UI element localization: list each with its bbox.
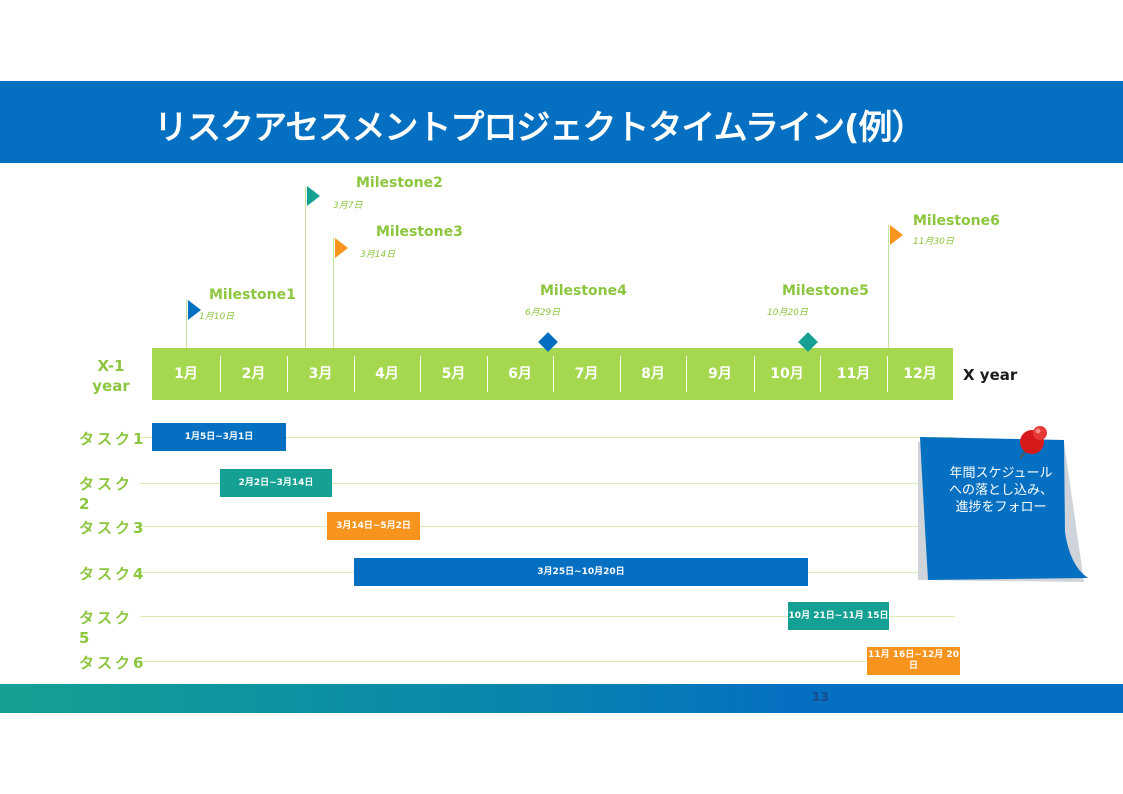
task-bar: 3月25日~10月20日 xyxy=(354,558,808,586)
month-label-10: 10月 xyxy=(770,366,804,382)
milestone-flag-icon xyxy=(335,238,348,258)
month-label-8: 8月 xyxy=(641,366,665,382)
milestone-name: Milestone6 xyxy=(913,213,1000,229)
task-label: タスク3 xyxy=(79,519,147,537)
month-divider xyxy=(887,356,888,392)
milestone-pole xyxy=(305,186,306,348)
milestone-pole xyxy=(333,238,334,348)
milestone-flag-icon xyxy=(307,186,320,206)
footer-bar xyxy=(0,684,1123,713)
task-label: タスク2 xyxy=(79,475,134,513)
milestone-date: 6月29日 xyxy=(525,308,561,318)
month-label-7: 7月 xyxy=(574,366,599,382)
page-title: リスクアセスメントプロジェクトタイムライン(例） xyxy=(154,108,925,148)
milestone-date: 3月14日 xyxy=(360,250,396,260)
month-label-11: 11月 xyxy=(836,366,871,382)
month-label-4: 4月 xyxy=(375,366,399,382)
month-label-2: 2月 xyxy=(241,366,266,382)
month-band xyxy=(152,348,953,400)
milestone-name: Milestone5 xyxy=(782,283,869,299)
sticky-note: 年間スケジュール への落とし込み、 進捗をフォロー xyxy=(912,420,1092,592)
month-divider xyxy=(220,356,221,392)
task-track xyxy=(140,616,955,617)
sticky-note-text: 年間スケジュール への落とし込み、 進捗をフォロー xyxy=(948,466,1053,515)
milestone-date: 3月7日 xyxy=(333,201,363,211)
milestone-flag-icon xyxy=(188,300,201,320)
title-banner xyxy=(0,81,1123,163)
milestone-name: Milestone2 xyxy=(356,175,443,191)
task-bar: 3月14日~5月2日 xyxy=(327,512,420,540)
month-divider xyxy=(354,356,355,392)
milestone-name: Milestone3 xyxy=(376,224,463,240)
task-track xyxy=(140,661,955,662)
task-track xyxy=(140,483,955,484)
task-track xyxy=(140,526,955,527)
task-bar: 10月 21日~11月 15日 xyxy=(788,602,889,630)
year-label: X year xyxy=(963,366,1018,384)
month-label-9: 9月 xyxy=(708,366,732,382)
task-bar: 1月5日~3月1日 xyxy=(152,423,286,451)
task-label: タスク6 xyxy=(79,654,147,672)
month-label-6: 6月 xyxy=(508,366,532,382)
milestone-name: Milestone1 xyxy=(209,287,296,303)
task-track xyxy=(140,437,955,438)
month-divider xyxy=(487,356,488,392)
month-divider xyxy=(620,356,621,392)
milestone-pole xyxy=(888,225,889,348)
task-label: タスク4 xyxy=(79,565,147,583)
pushpin-icon xyxy=(1004,420,1054,464)
month-label-3: 3月 xyxy=(308,366,333,382)
month-divider xyxy=(553,356,554,392)
task-bar: 2月2日~3月14日 xyxy=(220,469,332,497)
task-bar: 11月 16日~12月 20日 xyxy=(867,647,960,675)
month-label-12: 12月 xyxy=(903,366,937,382)
page-number: 13 xyxy=(812,690,829,704)
month-label-5: 5月 xyxy=(441,366,466,382)
month-divider xyxy=(820,356,821,392)
task-label: タスク1 xyxy=(79,430,147,448)
milestone-flag-icon xyxy=(890,225,903,245)
milestone-date: 1月10日 xyxy=(199,312,235,322)
month-divider xyxy=(686,356,687,392)
task-label: タスク5 xyxy=(79,609,134,647)
prev-year-label: X-1 year xyxy=(92,357,130,395)
milestone-date: 11月30日 xyxy=(913,237,954,247)
month-divider xyxy=(420,356,421,392)
month-divider xyxy=(287,356,288,392)
milestone-pole xyxy=(186,300,187,348)
milestone-date: 10月20日 xyxy=(767,308,808,318)
month-label-1: 1月 xyxy=(174,366,198,382)
milestone-name: Milestone4 xyxy=(540,283,627,299)
month-divider xyxy=(754,356,755,392)
